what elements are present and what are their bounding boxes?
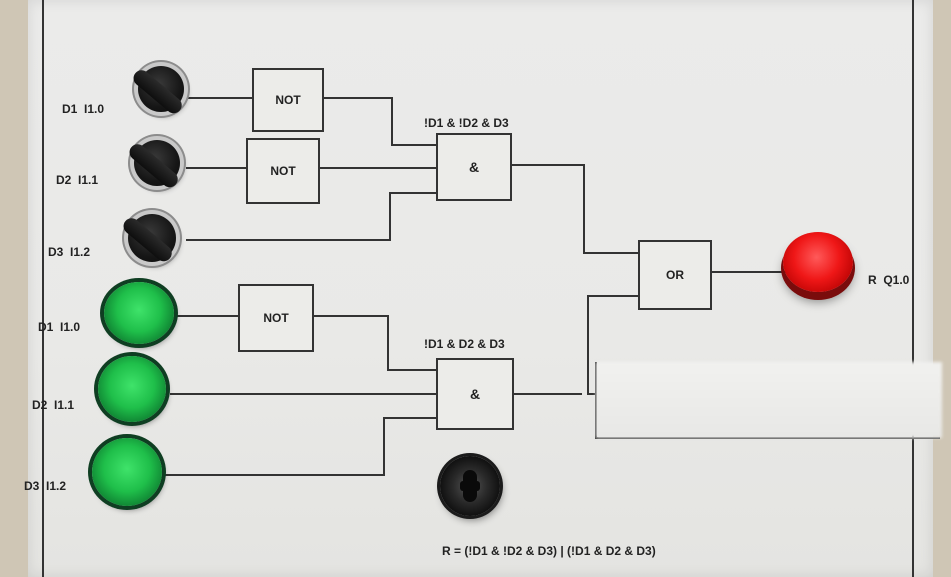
label-d3-top: D3 I1.2 <box>48 245 91 259</box>
label-d3-bottom: D3 I1.2 <box>24 479 67 493</box>
label-d1-top: D1 I1.0 <box>62 102 105 116</box>
green-lamp-d1[interactable] <box>104 282 174 344</box>
label-d1-bottom: D1 I1.0 <box>38 320 81 334</box>
and-gate-top: & <box>436 133 512 201</box>
expr-top-and: !D1 & !D2 & D3 <box>424 116 509 130</box>
green-lamp-d2[interactable] <box>98 356 166 422</box>
rotary-switch-d1-top[interactable] <box>130 66 186 117</box>
label-output: R Q1.0 <box>868 273 910 287</box>
output-lamp-red <box>783 232 853 292</box>
green-lamp-d3[interactable] <box>92 438 162 506</box>
rotary-switch-d3-top[interactable] <box>120 214 176 265</box>
formula-text: R = (!D1 & !D2 & D3) | (!D1 & D2 & D3) <box>442 544 656 558</box>
and-gate-bottom: & <box>436 358 514 430</box>
not-gate-2: NOT <box>246 138 320 204</box>
masked-area <box>596 362 942 438</box>
not-gate-3: NOT <box>238 284 314 352</box>
expr-bottom-and: !D1 & D2 & D3 <box>424 337 505 351</box>
or-gate: OR <box>638 240 712 310</box>
label-d2-top: D2 I1.1 <box>56 173 99 187</box>
label-d2-bottom: D2 I1.1 <box>32 398 75 412</box>
rotary-switch-d2-top[interactable] <box>126 140 182 191</box>
not-gate-1: NOT <box>252 68 324 132</box>
key-switch[interactable] <box>440 456 500 516</box>
panel-border <box>42 0 914 577</box>
